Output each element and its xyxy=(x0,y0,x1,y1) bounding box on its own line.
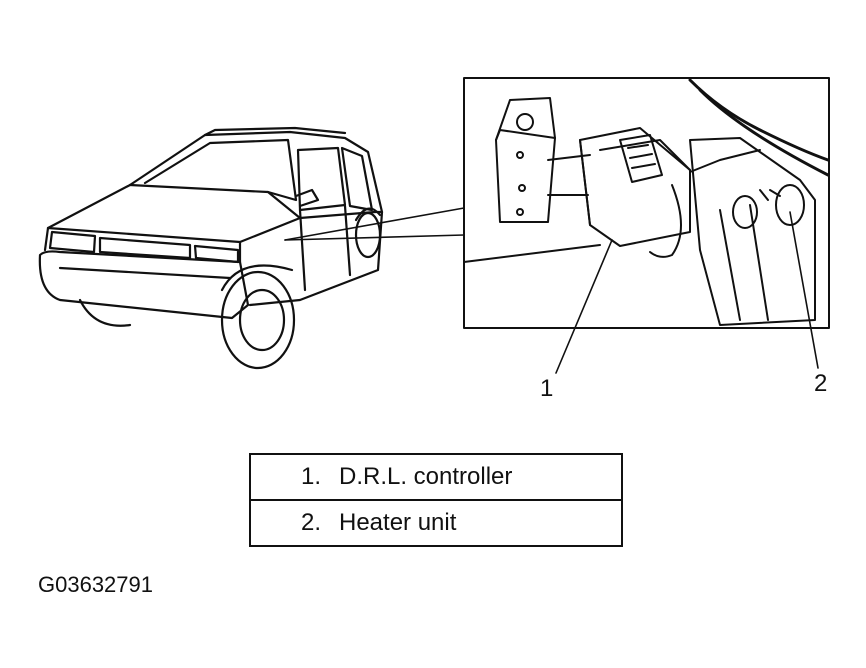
figure-id: G03632791 xyxy=(38,572,153,597)
pointer-lines xyxy=(284,207,465,241)
legend-row: 1. D.R.L. controller xyxy=(251,455,621,499)
legend-label: Heater unit xyxy=(339,509,457,536)
callout-2: 2 xyxy=(814,370,828,397)
legend-label: D.R.L. controller xyxy=(339,463,513,490)
detail-inset-frame xyxy=(463,77,830,329)
callout-1: 1 xyxy=(540,375,554,402)
heater-unit-shape xyxy=(689,137,816,326)
vehicle-drawing xyxy=(38,126,384,370)
legend-number: 2. xyxy=(300,509,321,536)
legend-row: 2. Heater unit xyxy=(251,499,621,545)
inset-drawing xyxy=(463,78,830,326)
legend-number: 1. xyxy=(300,463,321,490)
legend-table: 1. D.R.L. controller 2. Heater unit xyxy=(249,453,623,547)
leader-lines xyxy=(555,211,819,374)
